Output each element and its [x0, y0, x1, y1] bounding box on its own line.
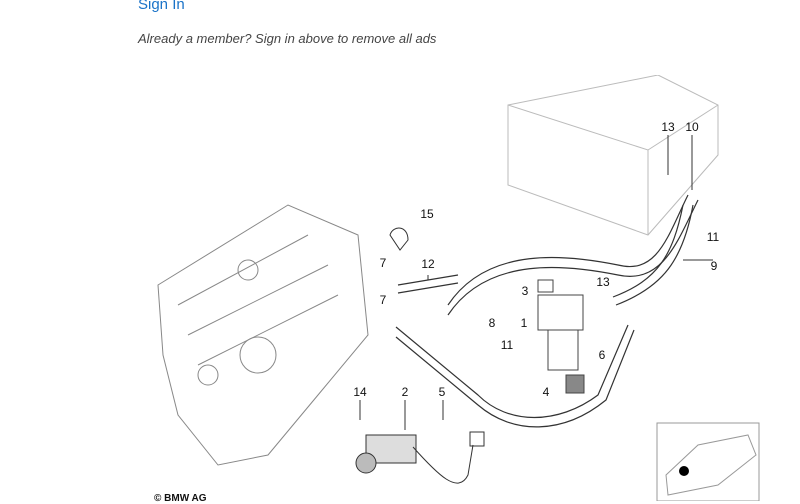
valve: [537, 279, 585, 394]
part-label-7a: 7: [379, 256, 387, 270]
car-inset: [656, 422, 760, 501]
part-label-3: 3: [521, 284, 529, 298]
hose-15: [389, 227, 409, 251]
part-label-10: 10: [685, 120, 699, 134]
part-label-6: 6: [598, 348, 606, 362]
parts-diagram: 13 10 11 9 15 12 7 7 8 3 13 1 11 6 4 5 1…: [138, 75, 760, 504]
part-label-11: 11: [706, 230, 720, 244]
copyright-text: © BMW AG: [154, 493, 207, 504]
part-label-2: 2: [401, 385, 409, 399]
part-label-11b: 11: [500, 338, 514, 352]
part-label-13b: 13: [596, 275, 610, 289]
part-label-12: 12: [421, 257, 435, 271]
part-label-5: 5: [438, 385, 446, 399]
member-note: Already a member? Sign in above to remov…: [138, 31, 437, 46]
part-label-9: 9: [710, 259, 718, 273]
part-label-8: 8: [488, 316, 496, 330]
part-label-4: 4: [542, 385, 550, 399]
hoses: [395, 194, 699, 428]
part-label-13: 13: [661, 120, 675, 134]
water-pump: [355, 431, 485, 484]
engine-block: [157, 204, 369, 466]
part-label-15: 15: [420, 207, 434, 221]
part-label-1: 1: [520, 316, 528, 330]
heater-box: [507, 75, 719, 236]
parts-drawing: [157, 75, 760, 501]
part-label-14: 14: [353, 385, 367, 399]
part-label-7b: 7: [379, 293, 387, 307]
sign-in-link[interactable]: Sign In: [138, 0, 185, 13]
